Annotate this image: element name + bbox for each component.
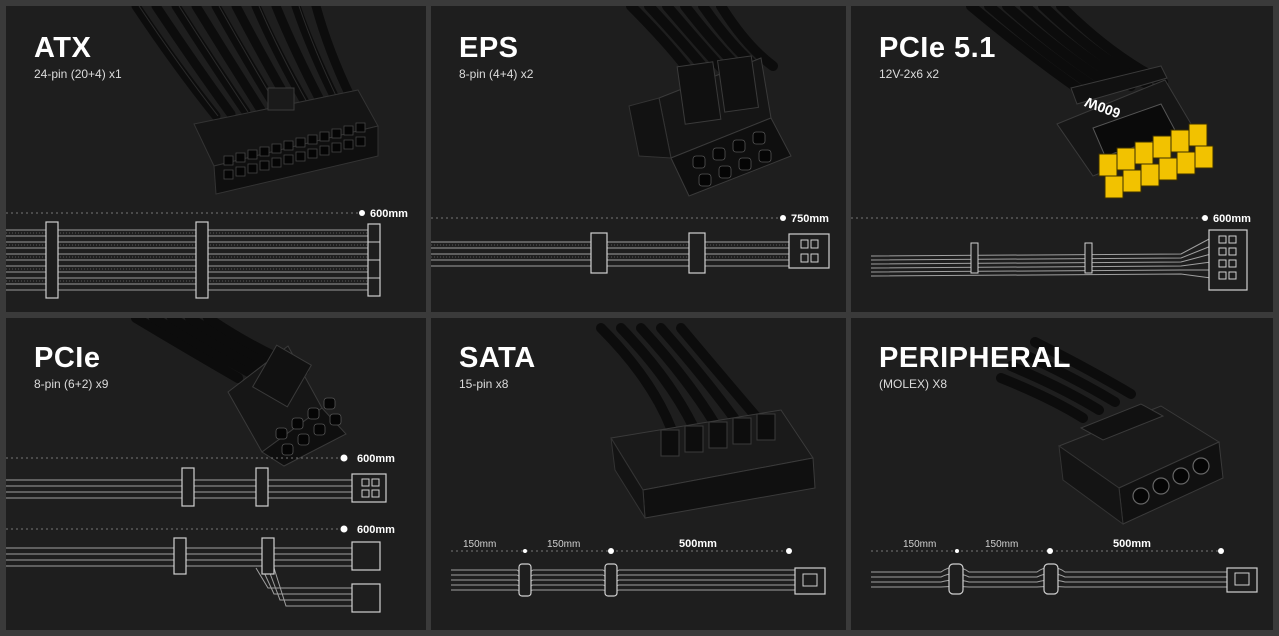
sata-segment-2: 150mm [547, 539, 580, 550]
peripheral-title: PERIPHERAL [879, 342, 1071, 374]
panel-peripheral: 150mm 150mm 500mm PERIPHERAL (MOLEX) X8 [851, 318, 1273, 630]
panel-atx: 600mm ATX 24-pin (20+4) x1 [6, 6, 426, 312]
pcie-length-label-2: 600mm [357, 524, 395, 536]
sata-subtitle: 15-pin x8 [459, 377, 509, 391]
eps-illustration: 750mm [431, 6, 830, 274]
eps-title: EPS [459, 32, 519, 64]
pcie-subtitle: 8-pin (6+2) x9 [34, 377, 109, 391]
peripheral-segment-2: 150mm [985, 539, 1018, 550]
pcie-title: PCIe [34, 342, 101, 374]
eps-subtitle: 8-pin (4+4) x2 [459, 67, 534, 81]
peripheral-segment-1: 150mm [903, 539, 936, 550]
panel-pcie: 600mm 600mm PCIe 8-pin (6+2) x9 [6, 318, 426, 630]
eps-length-label: 750mm [791, 213, 829, 225]
panel-sata: 150mm 150mm 500mm SATA 15-pin x8 [431, 318, 846, 630]
sata-segment-1: 150mm [463, 539, 496, 550]
pcie51-illustration: 600W 600mm [851, 6, 1251, 291]
sata-illustration: 150mm 150mm 500mm [451, 323, 826, 597]
atx-illustration: 600mm [6, 6, 408, 299]
pcie51-length-label: 600mm [1213, 213, 1251, 225]
peripheral-illustration: 150mm 150mm 500mm [871, 337, 1258, 595]
peripheral-subtitle: (MOLEX) X8 [879, 377, 948, 391]
pcie-illustration: 600mm 600mm [6, 318, 395, 613]
pcie51-subtitle: 12V-2x6 x2 [879, 67, 940, 81]
sata-title: SATA [459, 342, 536, 374]
atx-title: ATX [34, 32, 92, 64]
panel-eps: 750mm EPS 8-pin (4+4) x2 [431, 6, 846, 312]
pcie51-title: PCIe 5.1 [879, 32, 996, 64]
panel-pcie51: 600W 600mm PCIe 5.1 12V-2x6 x2 [851, 6, 1273, 312]
pcie-length-label-1: 600mm [357, 453, 395, 465]
peripheral-segment-3: 500mm [1113, 538, 1151, 550]
atx-subtitle: 24-pin (20+4) x1 [34, 67, 122, 81]
atx-length-label: 600mm [370, 208, 408, 220]
sata-segment-3: 500mm [679, 538, 717, 550]
